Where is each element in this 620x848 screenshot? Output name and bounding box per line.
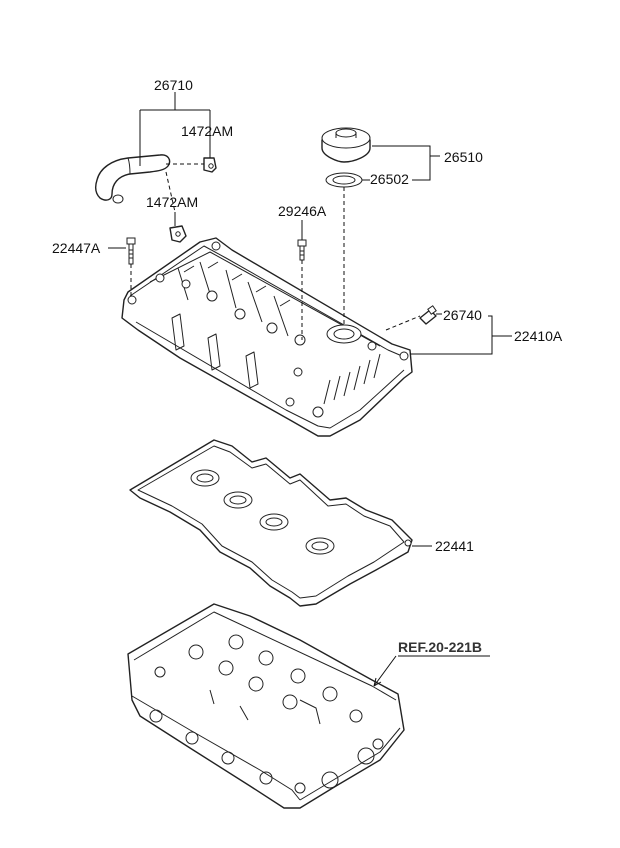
- label-26710: 26710: [154, 77, 193, 93]
- cylinder-head[interactable]: [127, 603, 405, 809]
- oil-filler-cap[interactable]: [321, 127, 371, 163]
- breather-hose[interactable]: [95, 154, 171, 204]
- label-reference: REF.20-221B: [398, 639, 482, 655]
- label-22410a: 22410A: [514, 328, 563, 344]
- leader-lines: [108, 92, 512, 687]
- cap-gasket[interactable]: [325, 172, 363, 188]
- label-1472am-upper: 1472AM: [181, 123, 233, 139]
- bolt-22447a[interactable]: [126, 237, 136, 265]
- pcv-valve[interactable]: [419, 305, 437, 325]
- bolt-29246a[interactable]: [297, 239, 307, 261]
- label-26502: 26502: [370, 171, 409, 187]
- hose-clamp-lower[interactable]: [169, 225, 187, 243]
- cylinder-head-cover[interactable]: [121, 237, 413, 437]
- cover-gasket[interactable]: [129, 439, 413, 607]
- label-29246a: 29246A: [278, 203, 327, 219]
- label-22441: 22441: [435, 538, 474, 554]
- label-26510: 26510: [444, 149, 483, 165]
- label-26740: 26740: [443, 307, 482, 323]
- label-1472am-lower: 1472AM: [146, 194, 198, 210]
- hose-clamp-upper[interactable]: [203, 157, 217, 173]
- label-22447a: 22447A: [52, 240, 101, 256]
